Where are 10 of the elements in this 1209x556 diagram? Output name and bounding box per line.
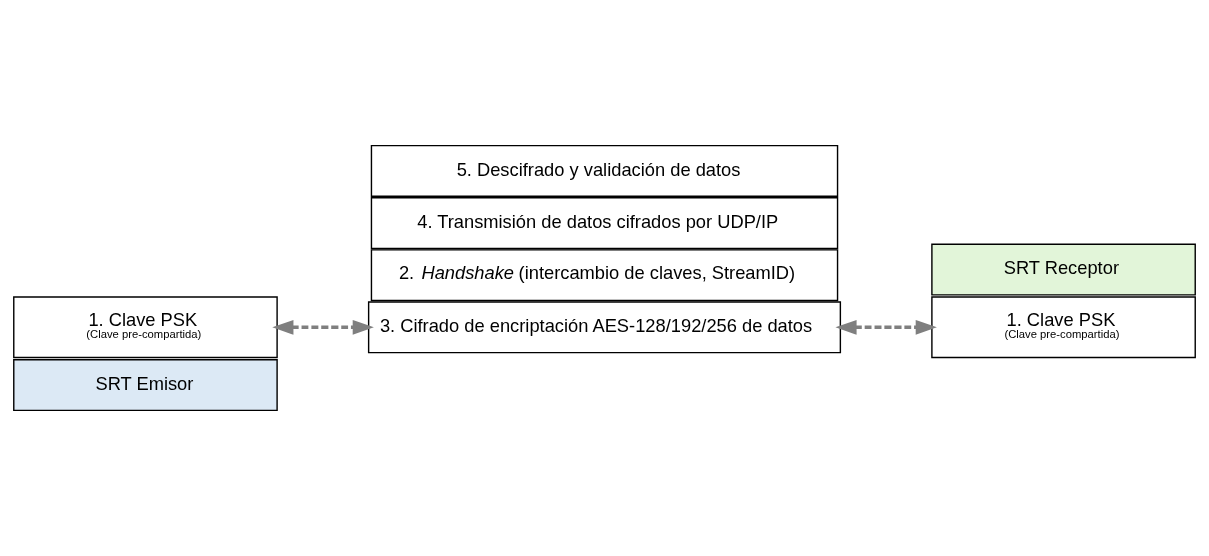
node-box: 2. Handshake (intercambio de claves, StreamID) [370,249,839,302]
node-box: SRT Receptor [931,243,1196,296]
node-box: SRT Emisor [13,358,278,412]
node-box: 3. Cifrado de encriptación AES-128/192/256 de datos [367,301,842,354]
node-box: 1. Clave PSK (Clave pre-compartida) [931,296,1196,359]
node-box: 5. Descifrado y validación de datos [370,144,839,198]
arrow [835,319,937,335]
node-box: 1. Clave PSK (Clave pre-compartida) [13,296,278,359]
arrow [272,319,374,335]
node-box: 4. Transmisión de datos cifrados por UDP/IP [370,197,839,250]
